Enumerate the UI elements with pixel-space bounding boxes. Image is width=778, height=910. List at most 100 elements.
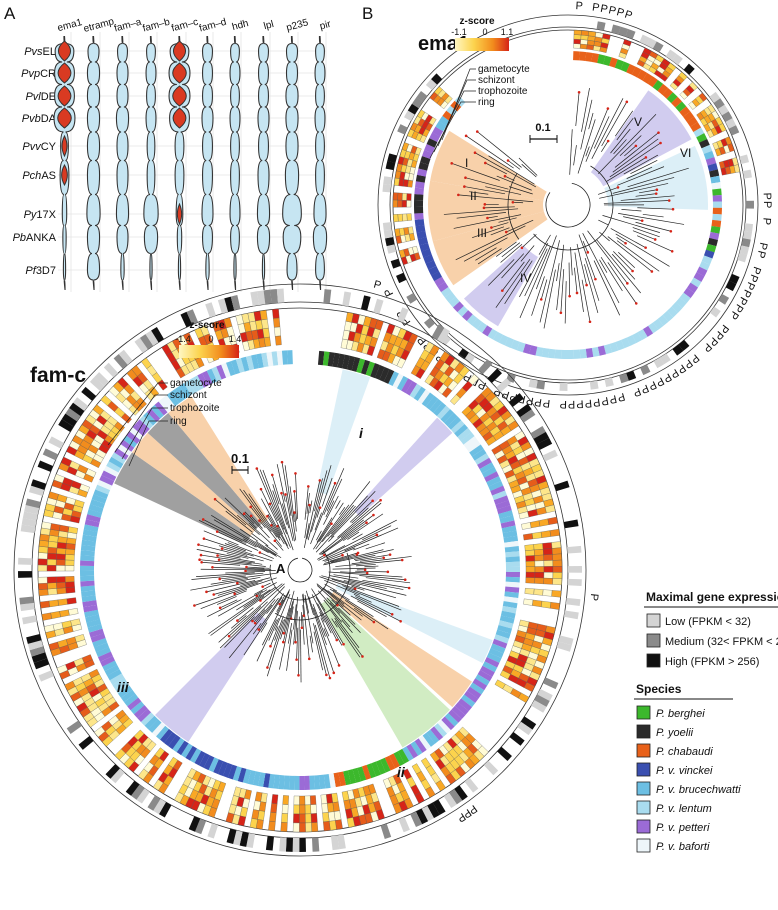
- famc-species-cell: [503, 535, 519, 543]
- famc-expression-cell: [226, 828, 237, 844]
- famc-heat-cell: [305, 822, 312, 833]
- famc-species-cell: [208, 757, 219, 773]
- famc-species-cell: [370, 363, 380, 379]
- famc-species-cell: [139, 415, 154, 429]
- famc-branch: [203, 530, 239, 546]
- ema1-track-ring: ring: [478, 97, 495, 108]
- famc-species-cell: [492, 490, 507, 501]
- famc-branch: [218, 590, 264, 617]
- famc-branch: [333, 574, 359, 579]
- famc-node: [258, 519, 261, 522]
- ema1-species-cell: [417, 237, 429, 246]
- ema1-branch: [490, 227, 510, 236]
- famc-expression-cell: [478, 359, 493, 375]
- ema1-expression-cell: [742, 230, 753, 240]
- ema1-species-cell: [461, 310, 473, 322]
- famc-species-cell: [405, 381, 418, 396]
- ema1-species-cell: [662, 87, 673, 99]
- famc-branch: [365, 577, 411, 584]
- famc-species-cell: [503, 596, 519, 604]
- famc-heat-cell: [38, 582, 48, 590]
- ema1-node: [501, 289, 504, 292]
- famc-branch: [311, 465, 332, 532]
- famc-branch: [316, 530, 322, 541]
- famc-node: [257, 628, 261, 631]
- ema1-expression-cell: [383, 176, 393, 185]
- ema1-node: [634, 144, 638, 148]
- ema1-expression-cell: [397, 124, 408, 135]
- famc-heat-cell: [517, 692, 530, 703]
- famc-species-cell: [402, 746, 414, 762]
- famc-branch: [198, 544, 264, 562]
- ema1-species-cell: [522, 343, 532, 355]
- ema1-branch: [496, 175, 532, 191]
- famc-expression-cell: [194, 818, 207, 835]
- famc-branch: [248, 493, 281, 541]
- famc-branch: [307, 470, 328, 541]
- famc-species-cell: [80, 560, 95, 567]
- ema1-species-cell: [432, 126, 444, 137]
- famc-branch: [255, 540, 282, 559]
- famc-node: [282, 631, 286, 635]
- violin-high-section: [61, 163, 68, 187]
- famc-node: [227, 634, 231, 638]
- ema1-branch: [501, 253, 525, 279]
- famc-heat-cell: [174, 791, 185, 804]
- famc-heat-cell: [64, 559, 75, 566]
- famc-species-cell: [122, 435, 138, 448]
- ema1-species-cell: [541, 347, 550, 358]
- famc-heat-cell: [525, 566, 536, 573]
- famc-species-cell: [505, 571, 520, 578]
- row-label: Py17X: [24, 209, 57, 221]
- row-label: PvlDE: [25, 91, 56, 103]
- ema1-pseudogene-mark: P: [616, 390, 626, 404]
- famc-heat-cell: [323, 821, 331, 832]
- famc-branch: [198, 519, 243, 542]
- famc-branch: [250, 515, 263, 529]
- famc-expression-cell: [292, 837, 300, 852]
- famc-heat-cell: [534, 572, 545, 579]
- ema1-species-cell: [516, 341, 526, 353]
- famc-heat-cell: [39, 600, 50, 609]
- famc-branch: [320, 514, 374, 555]
- ema1-node: [559, 311, 563, 315]
- famc-branch: [252, 586, 285, 622]
- famc-node: [193, 604, 196, 607]
- famc-expression-cell: [256, 290, 266, 306]
- ema1-species-cell: [683, 111, 695, 122]
- ema1-heat-cell: [579, 43, 588, 50]
- famc-branch: [324, 583, 338, 592]
- famc-branch: [225, 571, 266, 574]
- famc-species-cell: [288, 775, 295, 790]
- famc-clade-wedge: [155, 612, 268, 742]
- famc-species-cell: [501, 605, 517, 614]
- famc-branch: [329, 575, 404, 590]
- legend-expression: Maximal gene expression Low (FPKM < 32) …: [644, 590, 778, 668]
- famc-heat-cell: [65, 581, 75, 588]
- ema1-branch: [601, 101, 628, 147]
- famc-expression-cell: [205, 302, 216, 318]
- ema1-species-cell: [591, 346, 600, 357]
- famc-node: [197, 543, 200, 546]
- famc-branch: [228, 606, 262, 637]
- ema1-expression-cell: [457, 348, 469, 360]
- famc-branch: [329, 588, 374, 617]
- famc-node: [293, 511, 296, 514]
- famc-node: [337, 664, 341, 667]
- ema1-branch: [593, 260, 621, 316]
- famc-branch: [224, 543, 246, 552]
- famc-node: [295, 658, 298, 661]
- famc-heat-cell: [542, 589, 553, 597]
- famc-species-cell: [502, 530, 518, 538]
- famc-branch: [260, 622, 268, 633]
- ema1-branch: [443, 208, 519, 215]
- famc-expression-cell: [410, 811, 423, 828]
- ema1-node: [464, 134, 468, 138]
- ema1-branch: [498, 217, 517, 223]
- ema1-species-cell: [420, 156, 431, 165]
- ema1-species-cell: [554, 349, 562, 359]
- ema1-species-cell: [657, 83, 669, 95]
- famc-heat-cell: [43, 624, 55, 633]
- famc-species-cell: [91, 494, 107, 504]
- ema1-heat-cell: [401, 199, 407, 208]
